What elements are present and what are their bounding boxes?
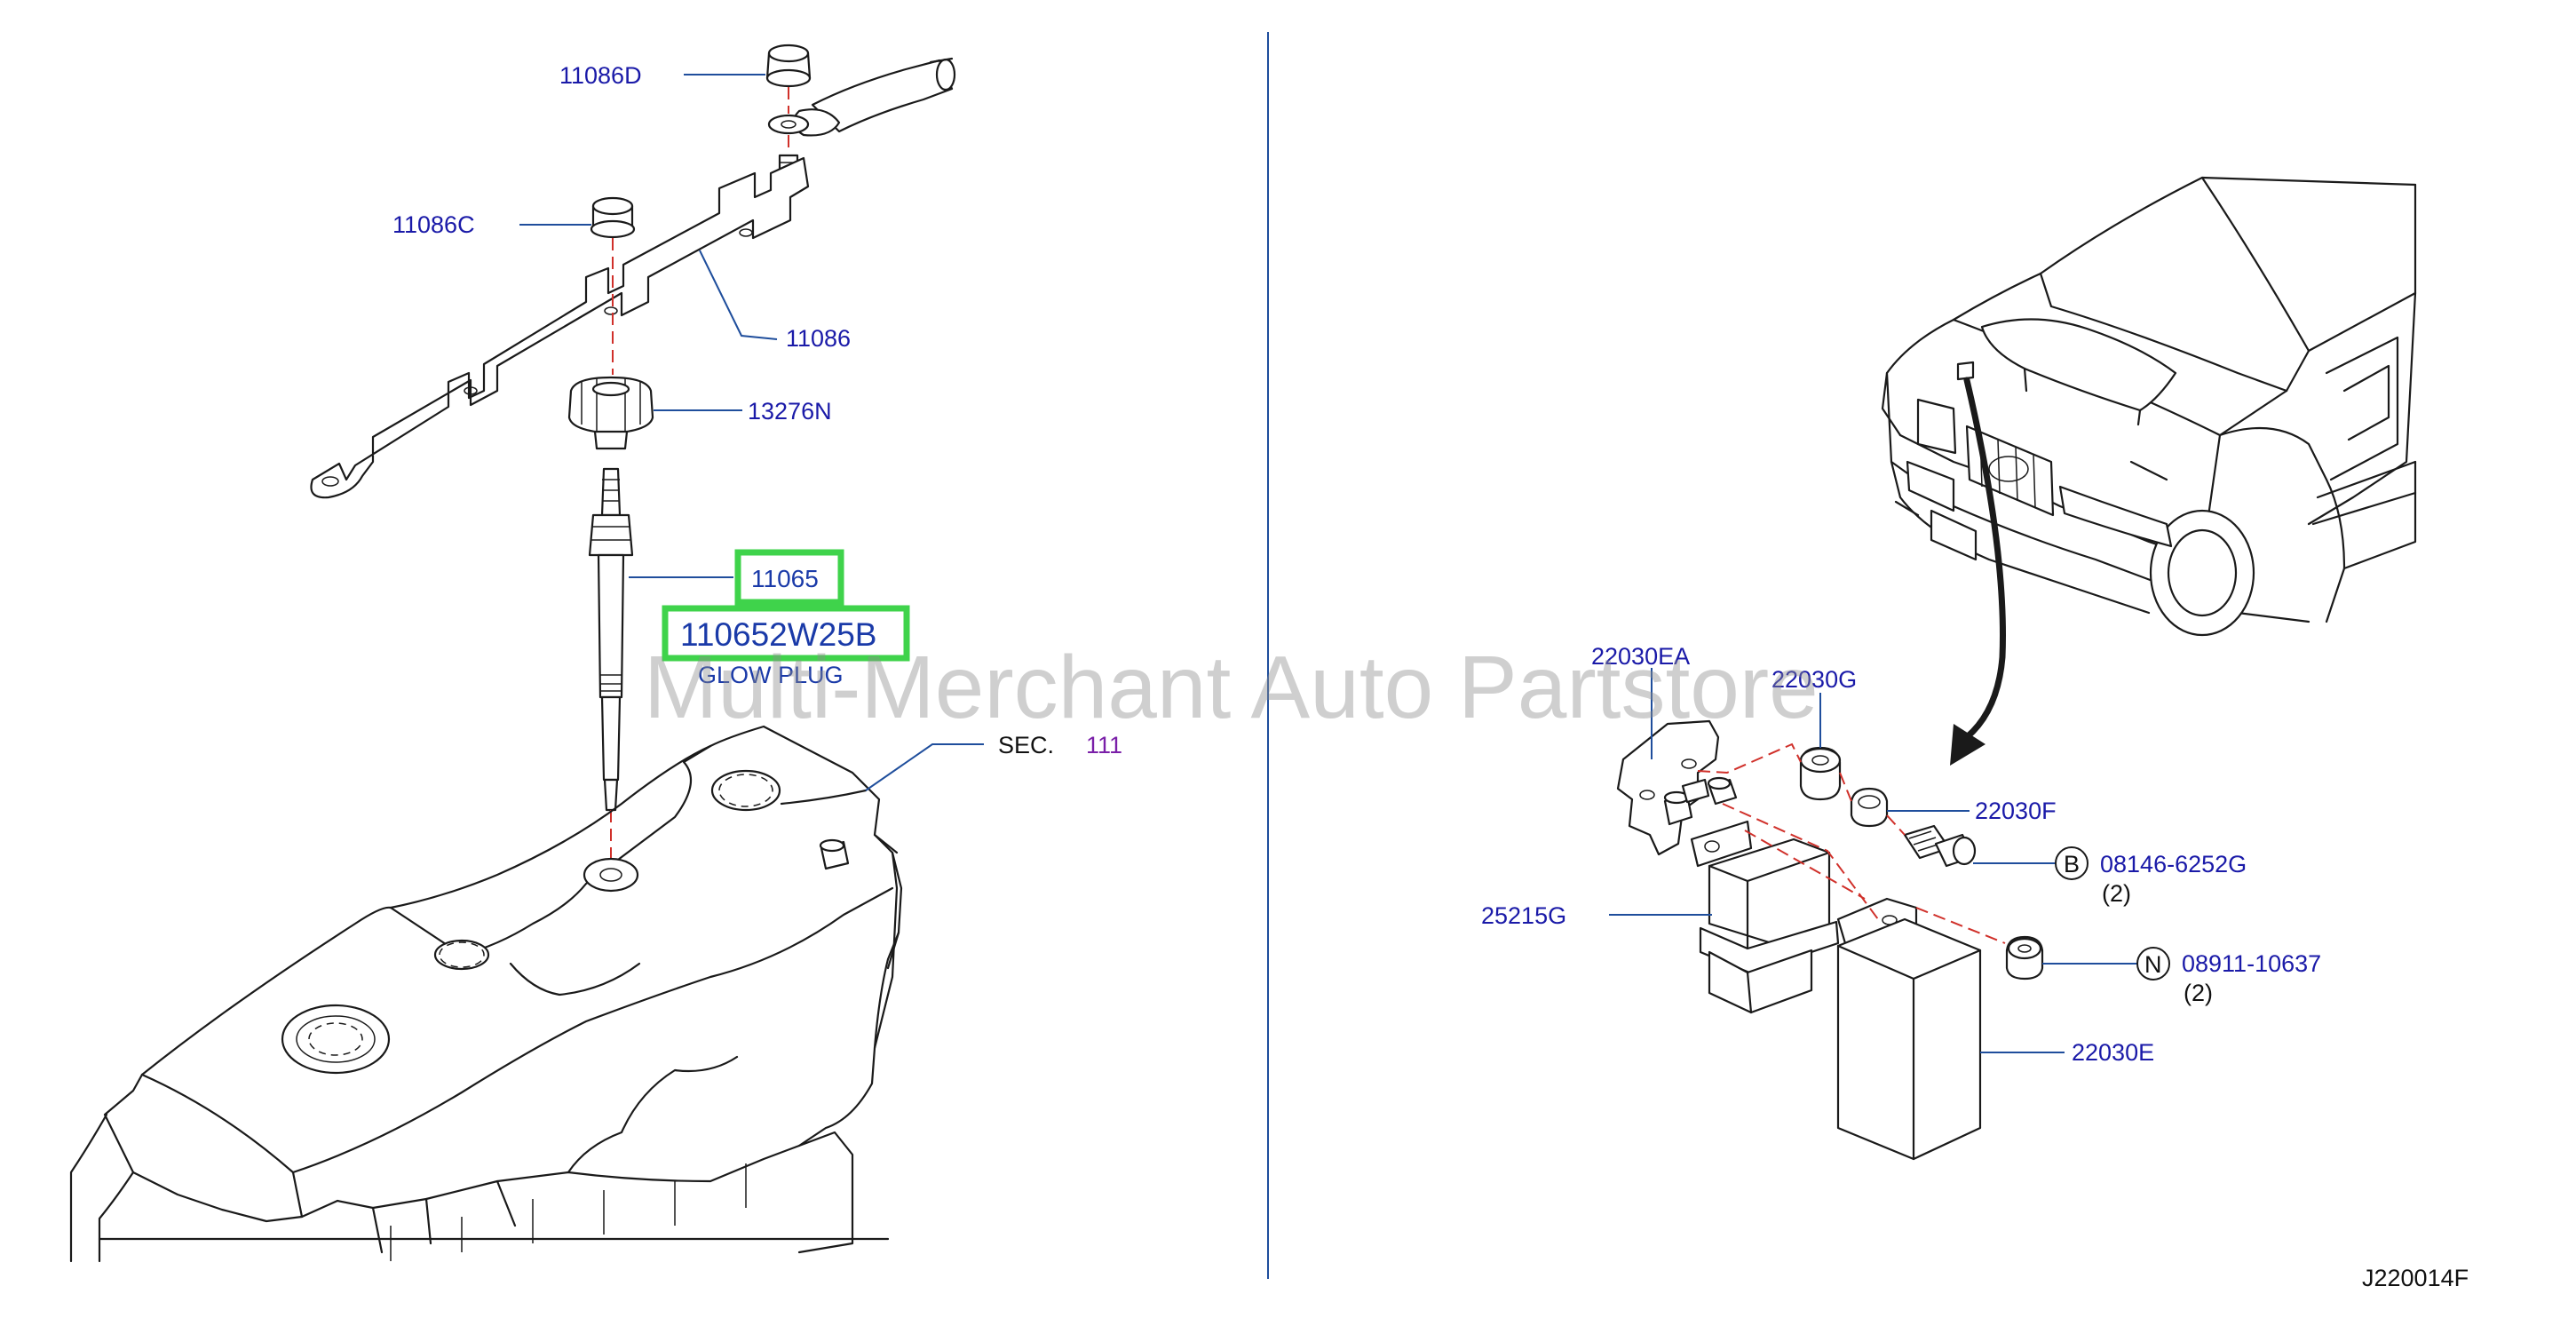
plug-cap xyxy=(567,376,654,450)
vehicle-illustration xyxy=(1881,176,2417,637)
highlight-box-110652w25b xyxy=(662,605,910,662)
callout-11065[interactable]: 11065 xyxy=(751,565,819,592)
callout-11086c: 11086C xyxy=(392,211,475,238)
cylinder-head xyxy=(69,725,903,1263)
terminal-cable xyxy=(792,57,956,137)
section-number[interactable]: 111 xyxy=(1086,732,1122,758)
callout-22030ea: 22030EA xyxy=(1591,643,1690,670)
right-leaders xyxy=(1609,668,2138,1053)
callout-08911-10637: 08911-10637 xyxy=(2182,950,2321,977)
callout-11086: 11086 xyxy=(786,325,851,352)
highlight-box-11065 xyxy=(734,549,844,606)
nut-terminal xyxy=(765,44,812,135)
guide-line-glow-plug xyxy=(610,87,789,875)
nut-harness xyxy=(590,196,636,239)
nut-symbol: N xyxy=(2144,951,2162,978)
glow-plug-harness xyxy=(310,156,810,499)
bolt-symbol: B xyxy=(2064,851,2080,877)
bolt-quantity: (2) xyxy=(2102,880,2131,907)
callout-25215g: 25215G xyxy=(1481,902,1566,929)
callout-11086d: 11086D xyxy=(559,62,642,89)
section-prefix: SEC. xyxy=(998,732,1054,758)
bolt-symbol-circle xyxy=(2055,846,2089,880)
left-leaders xyxy=(519,74,984,791)
glow-plug-name: GLOW PLUG xyxy=(698,662,844,688)
guide-line-controller xyxy=(1697,742,2006,944)
nut-symbol-circle xyxy=(2136,947,2170,981)
nut-quantity: (2) xyxy=(2184,980,2213,1006)
glow-plug-part-number[interactable]: 110652W25B xyxy=(680,616,876,653)
callout-22030g: 22030G xyxy=(1771,666,1857,693)
callout-13276n: 13276N xyxy=(748,398,832,425)
glow-relay xyxy=(1690,820,1840,1014)
glow-plug xyxy=(588,467,634,812)
callout-22030f: 22030F xyxy=(1975,798,2057,824)
diagram-code: J220014F xyxy=(2362,1265,2469,1291)
washer xyxy=(1850,787,1889,828)
bolt xyxy=(1903,824,1977,868)
location-arrow xyxy=(1950,377,2006,766)
bracket-studs xyxy=(1663,776,1738,826)
bushing xyxy=(1799,746,1842,801)
flange-nut xyxy=(2005,935,2044,981)
watermark: Multi-Merchant Auto Partstore xyxy=(644,638,1819,737)
callout-08146-6252g: 08146-6252G xyxy=(2100,851,2247,877)
glow-controller xyxy=(1836,897,1982,1161)
callout-22030e: 22030E xyxy=(2072,1039,2154,1066)
